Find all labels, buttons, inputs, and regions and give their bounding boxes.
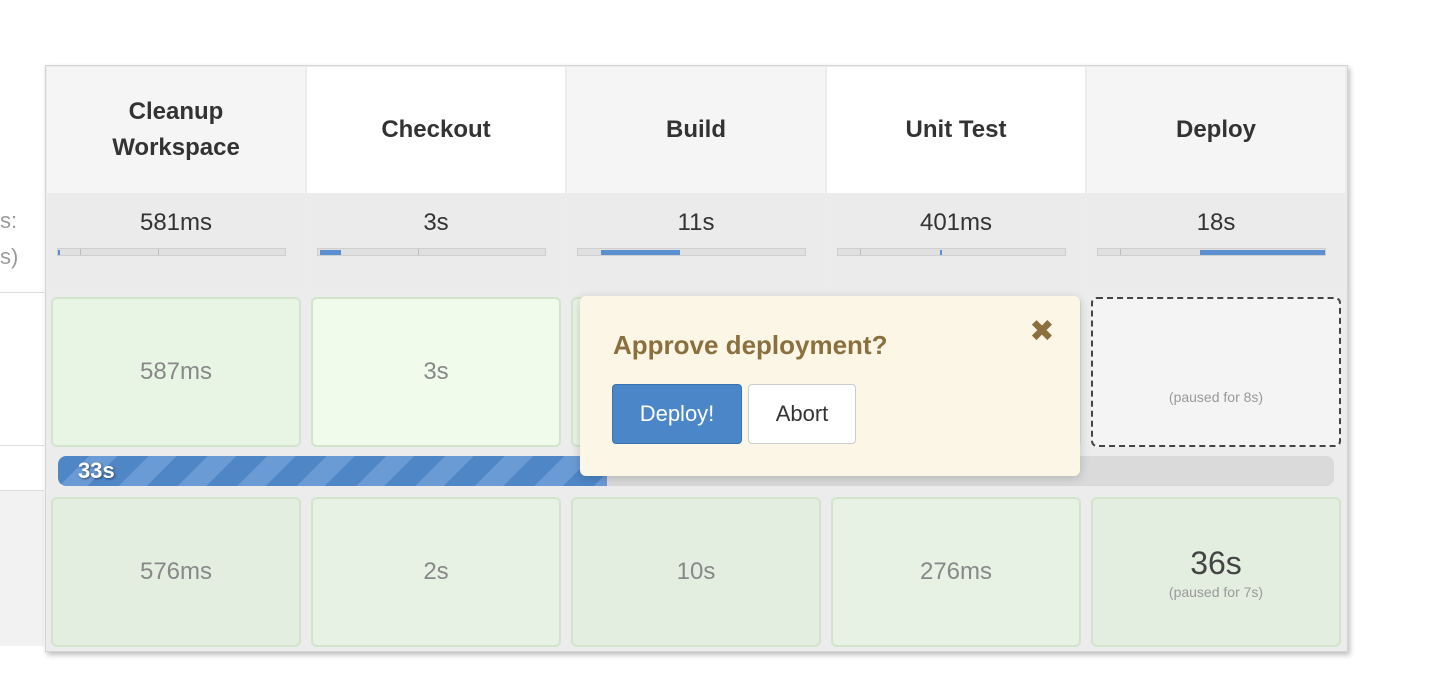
stage-average-build: 11s <box>567 195 825 289</box>
average-bar <box>577 248 806 256</box>
average-time: 401ms <box>919 209 993 236</box>
stage-average-cleanup: 581ms <box>47 195 305 289</box>
average-time: 18s <box>1196 209 1236 236</box>
cell-duration: 587ms <box>139 358 213 385</box>
stage-header-checkout: Checkout <box>307 67 565 193</box>
stage-average-checkout: 3s <box>307 195 565 289</box>
stage-header-cleanup: Cleanup Workspace <box>47 67 305 193</box>
average-bar-tick <box>80 249 81 255</box>
average-bar-tick <box>860 249 861 255</box>
average-time: 581ms <box>139 209 213 236</box>
run1-cell-cleanup[interactable]: 587ms <box>51 297 301 447</box>
stage-header-label: Cleanup Workspace <box>112 98 240 161</box>
deploy-button[interactable]: Deploy! <box>612 384 742 444</box>
build-progress-label: 33s <box>78 458 115 483</box>
stage-header-label: Build <box>666 116 726 143</box>
stage-view-table: Cleanup Workspace Checkout Build Unit Te… <box>45 65 1348 652</box>
average-bar <box>317 248 546 256</box>
cell-duration: 576ms <box>139 558 213 585</box>
average-time: 11s <box>677 209 715 236</box>
average-bar-fill <box>320 250 341 255</box>
stage-header-label: Unit Test <box>905 116 1007 143</box>
side-label-partial-2: s) <box>0 244 19 269</box>
run2-cell-checkout[interactable]: 2s <box>311 497 561 647</box>
stage-header-label: Checkout <box>381 116 491 143</box>
approve-deployment-popover: Approve deployment? ✖ Deploy! Abort <box>580 296 1080 476</box>
side-row-divider <box>0 445 44 446</box>
side-row-divider <box>0 490 44 646</box>
cell-duration: 276ms <box>919 558 993 585</box>
average-bar-fill <box>940 250 943 255</box>
cell-duration: 2s <box>423 558 449 585</box>
cell-duration: 3s <box>423 358 449 385</box>
run2-cell-cleanup[interactable]: 576ms <box>51 497 301 647</box>
close-icon[interactable]: ✖ <box>1029 315 1055 348</box>
average-bar-fill <box>1200 250 1325 255</box>
stage-average-deploy: 18s <box>1087 195 1345 289</box>
average-bar <box>837 248 1066 256</box>
average-bar-tick <box>1120 249 1121 255</box>
run1-cell-checkout[interactable]: 3s <box>311 297 561 447</box>
average-bar-tick <box>418 249 419 255</box>
stage-header-label: Deploy <box>1175 116 1256 143</box>
popover-title: Approve deployment? <box>613 330 888 360</box>
stage-average-unit-test: 401ms <box>827 195 1085 289</box>
paused-note: (paused for 8s) <box>1168 389 1264 405</box>
average-bar <box>57 248 286 256</box>
run2-cell-deploy[interactable]: 36s (paused for 7s) <box>1091 497 1341 647</box>
cell-duration: 36s <box>1190 544 1242 581</box>
build-progress-fill <box>58 456 607 486</box>
paused-note: (paused for 7s) <box>1168 583 1264 600</box>
abort-button[interactable]: Abort <box>748 384 856 444</box>
run2-cell-build[interactable]: 10s <box>571 497 821 647</box>
side-row-divider <box>0 292 44 293</box>
run1-cell-deploy-paused[interactable]: (paused for 8s) <box>1091 297 1341 447</box>
run2-cell-unit-test[interactable]: 276ms <box>831 497 1081 647</box>
cell-duration: 10s <box>676 558 716 585</box>
average-bar-tick <box>158 249 159 255</box>
average-bar-fill <box>600 250 681 255</box>
average-time: 3s <box>423 209 449 236</box>
side-label-partial-1: s: <box>0 208 18 233</box>
stage-header-deploy: Deploy <box>1087 67 1345 193</box>
average-bar-fill <box>58 250 61 255</box>
stage-header-build: Build <box>567 67 825 193</box>
average-bar <box>1097 248 1326 256</box>
stage-header-unit-test: Unit Test <box>827 67 1085 193</box>
